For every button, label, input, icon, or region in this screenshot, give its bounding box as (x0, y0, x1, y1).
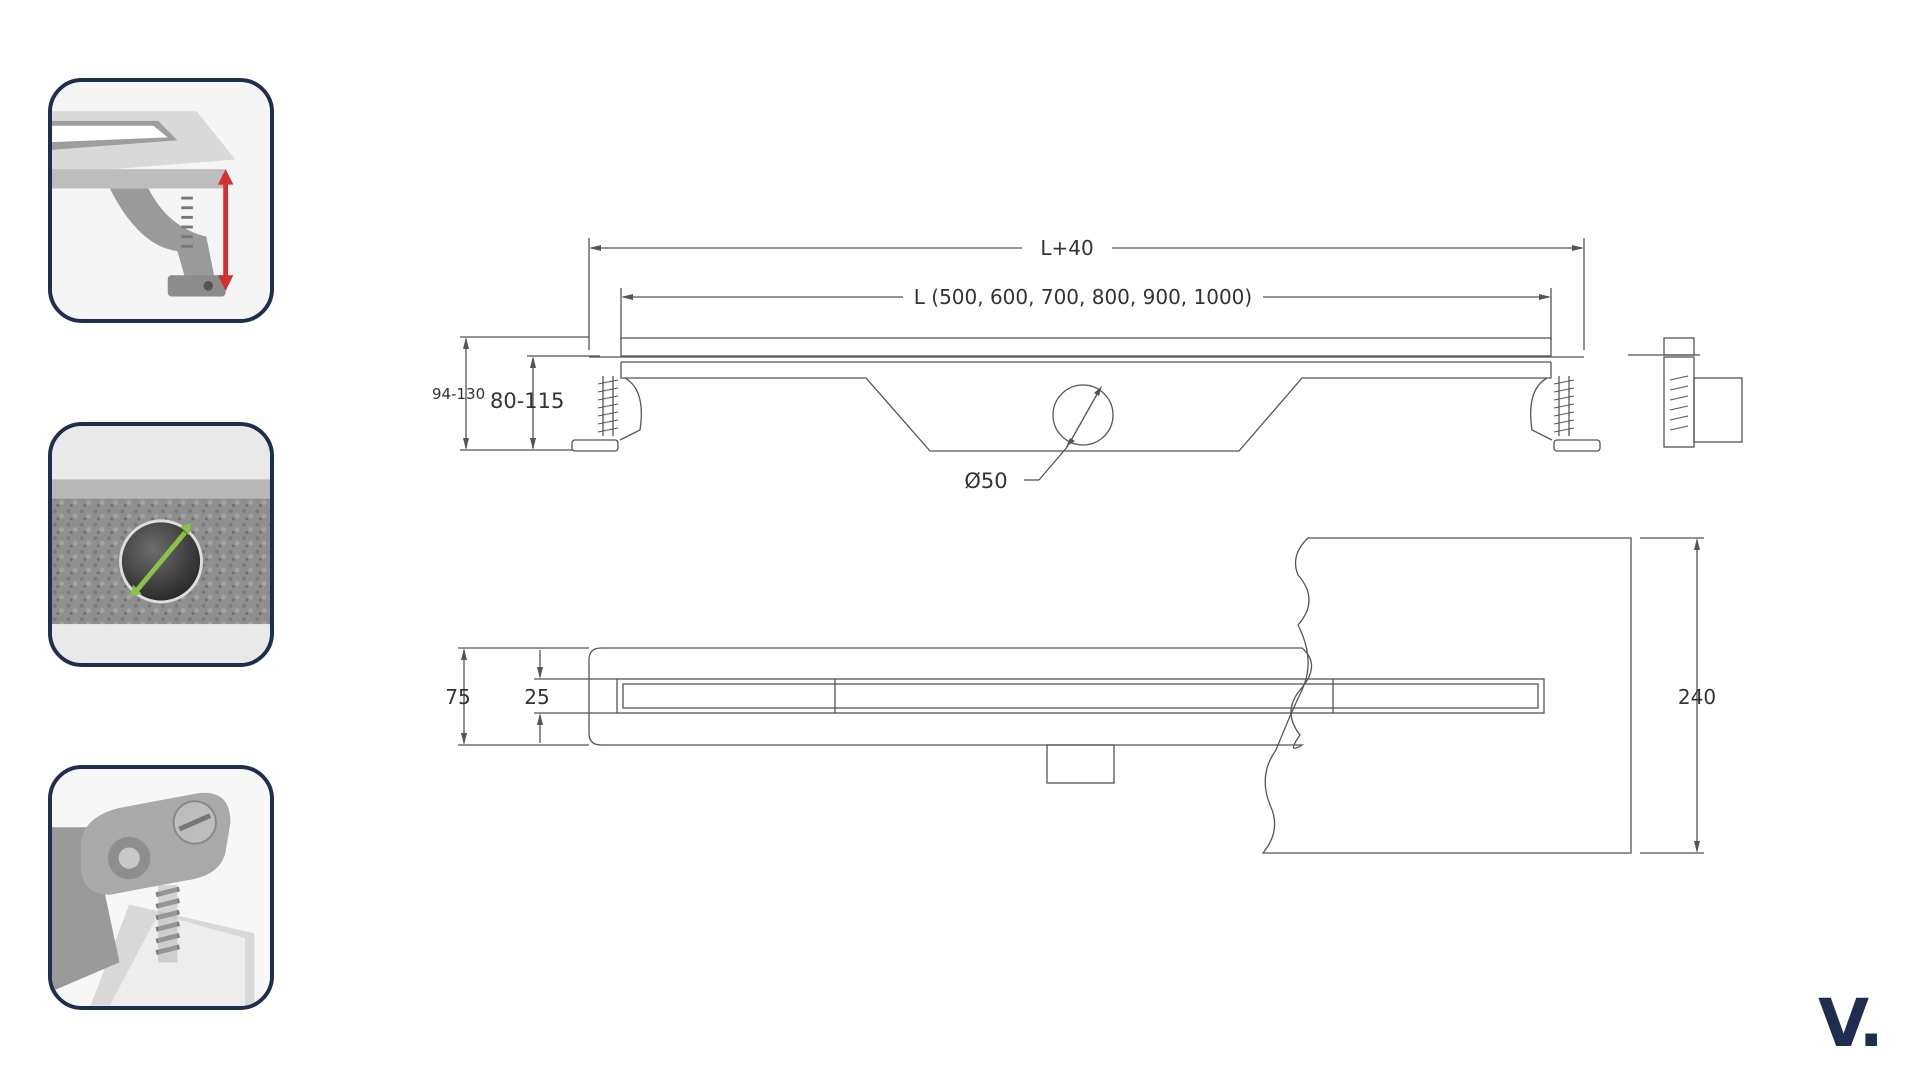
body-width-label: 75 (445, 685, 470, 709)
brand-logo: V. (1818, 985, 1884, 1062)
total-height-label: 94-130 (432, 385, 485, 403)
drawing-lines (458, 238, 1743, 854)
total-length-label: L+40 (1040, 236, 1093, 260)
screw-icon (155, 800, 217, 963)
dimension-arrowheads (461, 245, 1700, 853)
outlet-diameter-label: Ø50 (964, 469, 1007, 493)
grate-width-label: 25 (524, 685, 549, 709)
thumbnail-outlet-diameter (48, 422, 274, 667)
body-height-label: 80-115 (490, 389, 564, 413)
outlet-diameter-image (52, 426, 270, 663)
adjustable-foot-image (52, 82, 270, 319)
green-double-arrow-icon (130, 522, 192, 597)
red-double-arrow-icon (217, 169, 234, 291)
leveling-screw-image (52, 769, 270, 1006)
length-options-label: L (500, 600, 700, 800, 900, 1000) (914, 285, 1252, 309)
thumbnail-leveling-screw (48, 765, 274, 1010)
tile-width-label: 240 (1678, 685, 1716, 709)
thumbnail-adjustable-foot (48, 78, 274, 323)
